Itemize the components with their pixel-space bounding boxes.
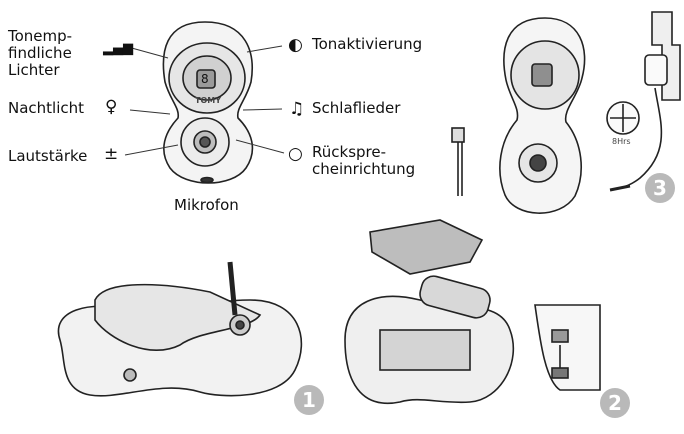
battery-compartment [344,219,601,405]
base-unit-clip [57,261,303,397]
step-badge-2: 2 [600,388,630,418]
label-sound-activation: Tonaktivierung [312,35,423,53]
plus-minus-icon: ± [104,144,119,164]
parent-unit-charging [451,11,681,214]
step-badge-3: 3 [645,173,675,203]
label-volume: Lautstärke [8,147,88,165]
light-bulb-icon: ♀ [105,97,118,117]
speech-bubble-icon: ○ [288,144,303,164]
ear-icon: ◐ [288,35,303,55]
label-lullabies: Schlaflieder [312,99,401,117]
device-display: 8 [201,72,209,86]
leader-lines [124,45,285,156]
clock-label: 8Hrs [612,137,631,146]
signal-bars-icon: ▂▄▆ [103,41,133,56]
step-badge-1: 1 [294,385,324,415]
device-brand: TOMY [195,96,222,105]
label-lights: Tonemp- findliche Lichter [8,27,73,79]
label-microphone: Mikrofon [174,196,239,214]
label-talkback: Rückspre- cheinrichtung [312,143,416,178]
music-note-icon: ♫ [289,99,305,119]
label-night-light: Nachtlicht [8,99,85,117]
parent-unit-front [162,21,254,184]
